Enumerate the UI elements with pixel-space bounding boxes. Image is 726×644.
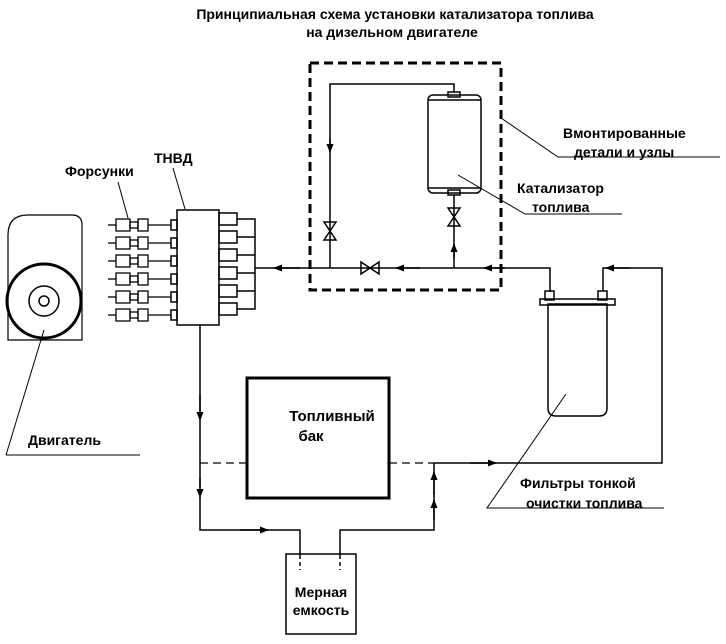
measuring-vessel-label-1: Мерная xyxy=(295,584,347,600)
injector-5 xyxy=(108,290,171,304)
injector-6 xyxy=(108,308,171,322)
fine-fuel-filter xyxy=(539,290,616,417)
bypass-valve xyxy=(322,221,338,241)
measuring-vessel-label-2: емкость xyxy=(293,602,350,618)
filter-feed-line xyxy=(434,264,663,467)
supply-line xyxy=(258,264,551,292)
tnvd-label: ТНВД xyxy=(154,150,193,166)
high-pressure-pump xyxy=(170,209,258,326)
vessel-outlet-line xyxy=(339,463,438,555)
injectors-leader xyxy=(117,181,129,219)
fuel-tank-label-2: бак xyxy=(298,428,324,445)
main-valve xyxy=(360,260,380,276)
mounted-parts-label-2: детали и узлы xyxy=(574,144,674,160)
filters-label-2: очистки топлива xyxy=(526,495,643,511)
title-line-1: Принципиальная схема установки катализат… xyxy=(196,6,594,22)
injectors xyxy=(108,218,171,322)
engine-label: Двигатель xyxy=(28,432,101,448)
injector-1 xyxy=(108,218,171,232)
injector-4 xyxy=(108,272,171,286)
engine xyxy=(5,214,83,341)
fuel-tank-label-1: Топливный xyxy=(289,408,375,425)
measuring-vessel xyxy=(285,553,357,635)
injectors-label: Форсунки xyxy=(65,163,134,179)
injector-2 xyxy=(108,236,171,250)
engine-leader xyxy=(5,329,45,456)
filters-label-1: Фильтры тонкой xyxy=(520,475,636,491)
mounted-parts-label-1: Вмонтированные xyxy=(563,125,686,141)
catalyst-label-2: топлива xyxy=(532,199,590,215)
mounted-parts-boundary xyxy=(308,61,503,292)
title-line-2: на дизельном двигателе xyxy=(306,24,478,40)
mounted-parts-leader xyxy=(500,117,720,158)
tnvd-leader xyxy=(172,167,186,210)
fuel-tank xyxy=(245,376,391,500)
catalyst-valve xyxy=(446,207,462,227)
catalyst-leader xyxy=(457,174,622,215)
catalyst-bypass-line xyxy=(326,83,458,268)
filters-leader xyxy=(486,393,664,509)
catalyst-label-1: Катализатор xyxy=(517,180,604,196)
pump-return-line xyxy=(196,325,301,555)
injector-3 xyxy=(108,254,171,268)
catalyst-cylinder xyxy=(427,91,482,196)
